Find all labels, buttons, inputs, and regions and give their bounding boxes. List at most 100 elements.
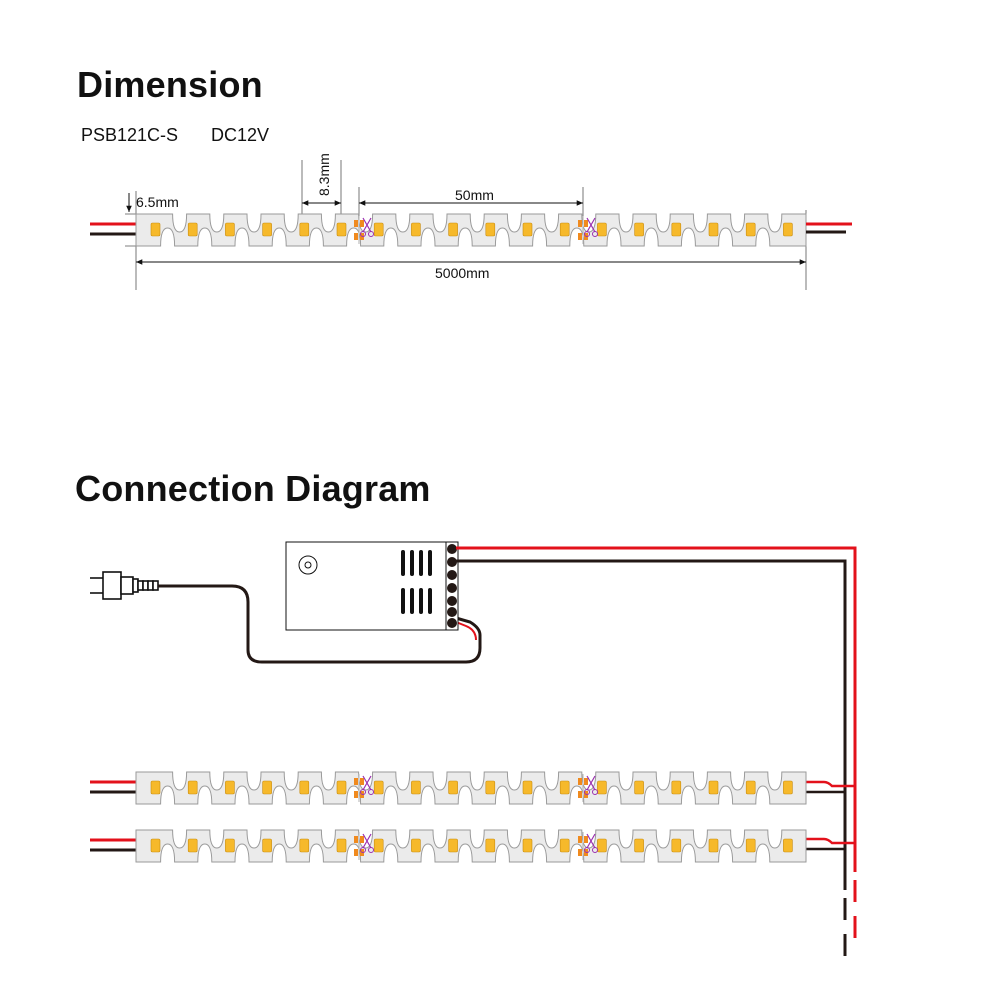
cut-length-label: 50mm (455, 187, 494, 203)
scissors-handle (584, 789, 590, 795)
led-chip-icon (187, 780, 198, 795)
ac-input-cable-red (455, 621, 477, 641)
scissors-icon (584, 833, 598, 853)
scissors-handle (592, 231, 598, 237)
led-chip-icon (411, 838, 421, 853)
solder-pad (354, 220, 358, 227)
led-chip-icon (373, 838, 384, 853)
led-chip-icon (522, 780, 533, 795)
solder-pad (354, 778, 358, 785)
solder-pad (578, 220, 582, 227)
scissors-handle (360, 789, 366, 795)
led-chip-icon (745, 780, 756, 795)
led-chip-icon (373, 780, 384, 795)
led-chip-icon (522, 222, 533, 237)
solder-pad (360, 220, 364, 227)
led-chip-icon (783, 780, 793, 795)
dimension-title: Dimension (77, 64, 263, 105)
dc-output-black-wire (456, 559, 847, 890)
led-chip-icon (187, 222, 198, 237)
led-chip-icon (783, 838, 793, 853)
led-chip-icon (485, 780, 496, 795)
led-chip-icon (634, 780, 644, 795)
scissors-icon (584, 775, 598, 795)
led-chip-icon (708, 222, 719, 237)
scissors-handle (584, 231, 590, 237)
solder-pad (578, 836, 582, 843)
scissors-handle (360, 231, 366, 237)
led-strip-1 (90, 771, 807, 805)
solder-pad (360, 778, 364, 785)
led-chip-icon (485, 222, 496, 237)
led-chip-icon (522, 838, 533, 853)
led-chip-icon (448, 838, 458, 853)
power-supply-icon (285, 541, 459, 631)
scissors-icon (360, 833, 374, 853)
led-chip-icon (708, 780, 719, 795)
led-chip-icon (225, 780, 235, 795)
led-chip-icon (225, 222, 235, 237)
led-chip-icon (299, 838, 310, 853)
led-chip-icon (745, 838, 756, 853)
solder-pad (354, 836, 358, 843)
connection-drawing (90, 541, 857, 966)
scissors-blades (362, 833, 372, 849)
width-label: 6.5mm (136, 194, 179, 210)
led-chip-icon (448, 780, 458, 795)
led-chip-icon (150, 780, 161, 795)
scissors-handle (360, 847, 366, 853)
solder-pad (354, 233, 358, 240)
scissors-handle (592, 789, 598, 795)
led-chip-icon (299, 780, 310, 795)
pitch-label: 8.3mm (316, 153, 332, 196)
total-length-label: 5000mm (435, 265, 489, 281)
led-chip-icon (559, 222, 570, 237)
strip-body (135, 213, 807, 247)
dc-output-red-wire (456, 546, 857, 872)
led-chip-icon (150, 222, 161, 237)
led-chip-icon (634, 838, 644, 853)
led-chip-icon (336, 222, 347, 237)
led-strip-dimension (90, 213, 852, 247)
strip-body (135, 829, 807, 863)
led-chip-icon (708, 838, 719, 853)
scissors-blades (586, 217, 596, 233)
solder-pad (584, 836, 588, 843)
led-chip-icon (485, 838, 496, 853)
solder-pad (578, 849, 582, 856)
led-chip-icon (597, 838, 607, 853)
led-chip-icon (559, 838, 570, 853)
model-number: PSB121C-S (81, 125, 179, 145)
strip-1-red-tap (806, 780, 855, 788)
ac-input-cable (158, 584, 482, 664)
led-chip-icon (262, 222, 272, 237)
dimension-drawing: 6.5mm 8.3mm 50mm 5000mm (90, 153, 852, 290)
led-chip-icon (597, 222, 607, 237)
led-chip-icon (745, 222, 756, 237)
solder-pad (584, 778, 588, 785)
scissors-handle (368, 231, 374, 237)
led-chip-icon (336, 838, 347, 853)
scissors-handle (584, 847, 590, 853)
solder-pad (360, 836, 364, 843)
led-chip-icon (411, 780, 421, 795)
voltage-label: DC12V (211, 125, 270, 145)
scissors-blades (362, 217, 372, 233)
strip-body (135, 771, 807, 805)
scissors-blades (586, 775, 596, 791)
scissors-handle (368, 789, 374, 795)
led-chip-icon (411, 222, 421, 237)
led-chip-icon (783, 222, 793, 237)
led-strip-2 (90, 829, 807, 863)
solder-pad (578, 791, 582, 798)
led-chip-icon (597, 780, 607, 795)
scissors-blades (362, 775, 372, 791)
solder-pad (354, 791, 358, 798)
scissors-icon (360, 775, 374, 795)
scissors-blades (586, 833, 596, 849)
led-chip-icon (671, 838, 682, 853)
led-chip-icon (262, 780, 272, 795)
solder-pad (584, 220, 588, 227)
solder-pad (578, 233, 582, 240)
scissors-handle (592, 847, 598, 853)
